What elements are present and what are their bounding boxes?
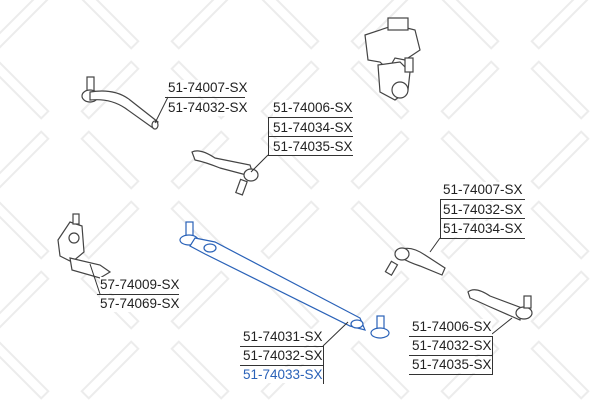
bracket: [268, 117, 269, 155]
watermark-mark: [440, 60, 500, 120]
underline: [165, 97, 245, 98]
watermark-mark: [530, 60, 590, 120]
part-number-label: 51-74007-SX: [168, 80, 248, 96]
watermark-mark: [80, 200, 140, 260]
part-number-label: 51-74035-SX: [273, 139, 353, 155]
idler-arm-illustration: [57, 213, 112, 279]
underline: [240, 346, 324, 347]
part-number-label: 57-74069-SX: [100, 296, 180, 312]
part-number-label: 51-74032-SX: [443, 202, 523, 218]
part-number-label: 51-74034-SX: [443, 221, 523, 237]
part-number-label: 51-74035-SX: [412, 357, 492, 373]
part-number-label: 57-74009-SX: [100, 277, 180, 293]
watermark-mark: [530, 0, 590, 50]
watermark-mark: [0, 200, 50, 260]
bracket: [492, 336, 493, 374]
tie-rod-end-upper-center: [191, 150, 259, 196]
watermark-mark: [530, 200, 590, 260]
part-number-label: 51-74032-SX: [412, 338, 492, 354]
watermark-mark: [260, 60, 320, 120]
watermark-mark: [260, 200, 320, 260]
underline: [440, 238, 525, 239]
part-number-label: 51-74007-SX: [443, 182, 523, 198]
part-number-label: 51-74031-SX: [243, 329, 323, 345]
underline: [97, 294, 179, 295]
underline: [268, 117, 353, 118]
bracket: [323, 346, 324, 384]
part-number-label-highlighted: 51-74033-SX: [243, 367, 323, 383]
watermark-mark: [0, 130, 50, 190]
watermark-mark: [260, 130, 320, 190]
bracket: [440, 199, 441, 238]
watermark-mark: [170, 270, 230, 330]
watermark-mark: [170, 340, 230, 400]
watermark-mark: [170, 0, 230, 50]
watermark-mark: [350, 340, 410, 400]
tie-rod-end-upper-left: [81, 76, 159, 130]
watermark-mark: [0, 340, 50, 400]
part-number-label: 51-74006-SX: [273, 100, 353, 116]
watermark-mark: [530, 270, 590, 330]
tie-rod-end-lower-right: [467, 289, 533, 321]
underline: [440, 199, 525, 200]
underline: [268, 155, 353, 156]
steering-gearbox-illustration: [364, 17, 421, 101]
leader-lines: [89, 96, 513, 347]
tie-rod-end-right: [384, 247, 446, 277]
watermark-mark: [260, 0, 320, 50]
watermark-mark: [0, 270, 50, 330]
underline: [409, 374, 493, 375]
underline: [240, 365, 324, 366]
part-number-label: 51-74032-SX: [243, 348, 323, 364]
watermark-mark: [80, 340, 140, 400]
underline: [268, 136, 353, 137]
watermark-mark: [350, 0, 410, 50]
watermark-mark: [440, 0, 500, 50]
part-number-label: 51-74032-SX: [168, 100, 248, 116]
underline: [409, 336, 493, 337]
watermark-mark: [80, 130, 140, 190]
watermark-mark: [350, 130, 410, 190]
part-number-label: 51-74034-SX: [273, 120, 353, 136]
watermark-mark: [0, 0, 50, 50]
watermark-mark: [530, 340, 590, 400]
part-number-label: 51-74006-SX: [412, 319, 492, 335]
watermark-mark: [80, 0, 140, 50]
center-link-illustration: [179, 221, 390, 339]
watermark-mark: [530, 130, 590, 190]
underline: [440, 218, 525, 219]
watermark-mark: [0, 60, 50, 120]
underline: [409, 355, 493, 356]
